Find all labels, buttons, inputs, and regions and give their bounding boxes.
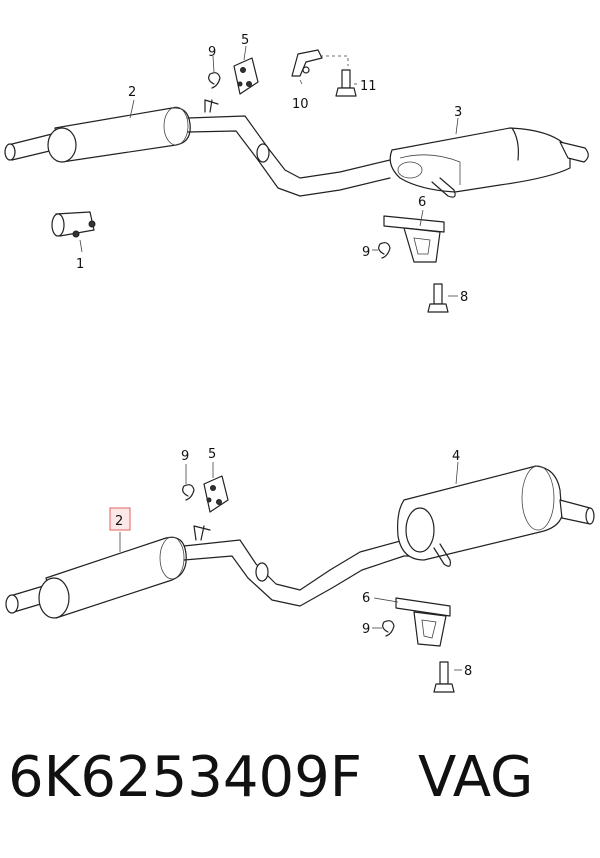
clip-bottom-9	[182, 484, 195, 501]
clip-top-9	[208, 72, 221, 89]
callout-bottom-9b: 9	[362, 622, 370, 637]
callout-top-1: 1	[76, 257, 84, 272]
pipe-clamp-top-1	[51, 211, 96, 238]
hanger-bottom-6	[395, 597, 451, 647]
bolt-bottom-8	[433, 661, 455, 693]
hanger-top-6	[383, 215, 445, 263]
bottom-exhaust-assembly	[5, 461, 595, 693]
clip-top-9b	[378, 242, 391, 259]
callout-top-9: 9	[208, 45, 216, 60]
rubber-mount-bottom-5	[203, 475, 229, 513]
rear-muffler-top	[389, 127, 589, 198]
bolt-top-11	[335, 69, 357, 97]
callout-bottom-4: 4	[452, 449, 460, 464]
callout-top-11: 11	[360, 79, 377, 94]
bolt-top-8	[427, 283, 449, 313]
callout-bottom-5: 5	[208, 447, 216, 462]
callout-top-5: 5	[241, 33, 249, 48]
center-muffler-bottom	[38, 536, 187, 619]
top-exhaust-assembly	[4, 45, 589, 313]
highlight-box-part-2	[109, 507, 131, 531]
rear-muffler-bottom	[397, 465, 595, 567]
callout-top-10: 10	[292, 97, 309, 112]
callout-bottom-6: 6	[362, 591, 370, 606]
callout-bottom-8: 8	[464, 664, 472, 679]
top-callouts: 1 2 3 5 6 8 9 9 10 11	[76, 33, 468, 305]
rubber-mount-top-5	[233, 57, 259, 95]
callout-bottom-2: 2	[115, 514, 123, 529]
center-muffler-top	[47, 106, 191, 163]
clip-bottom-9b	[382, 620, 395, 637]
callout-top-9b: 9	[362, 245, 370, 260]
callout-bottom-9: 9	[181, 449, 189, 464]
callout-top-3: 3	[454, 105, 462, 120]
bottom-callouts: 2 4 5 6 8 9 9	[115, 447, 472, 679]
brand-name: VAG	[417, 745, 534, 810]
bracket-top-10	[291, 49, 349, 77]
callout-top-8: 8	[460, 290, 468, 305]
callout-top-2: 2	[128, 85, 136, 100]
callout-top-6: 6	[418, 195, 426, 210]
part-number: 6K6253409F	[8, 745, 362, 810]
